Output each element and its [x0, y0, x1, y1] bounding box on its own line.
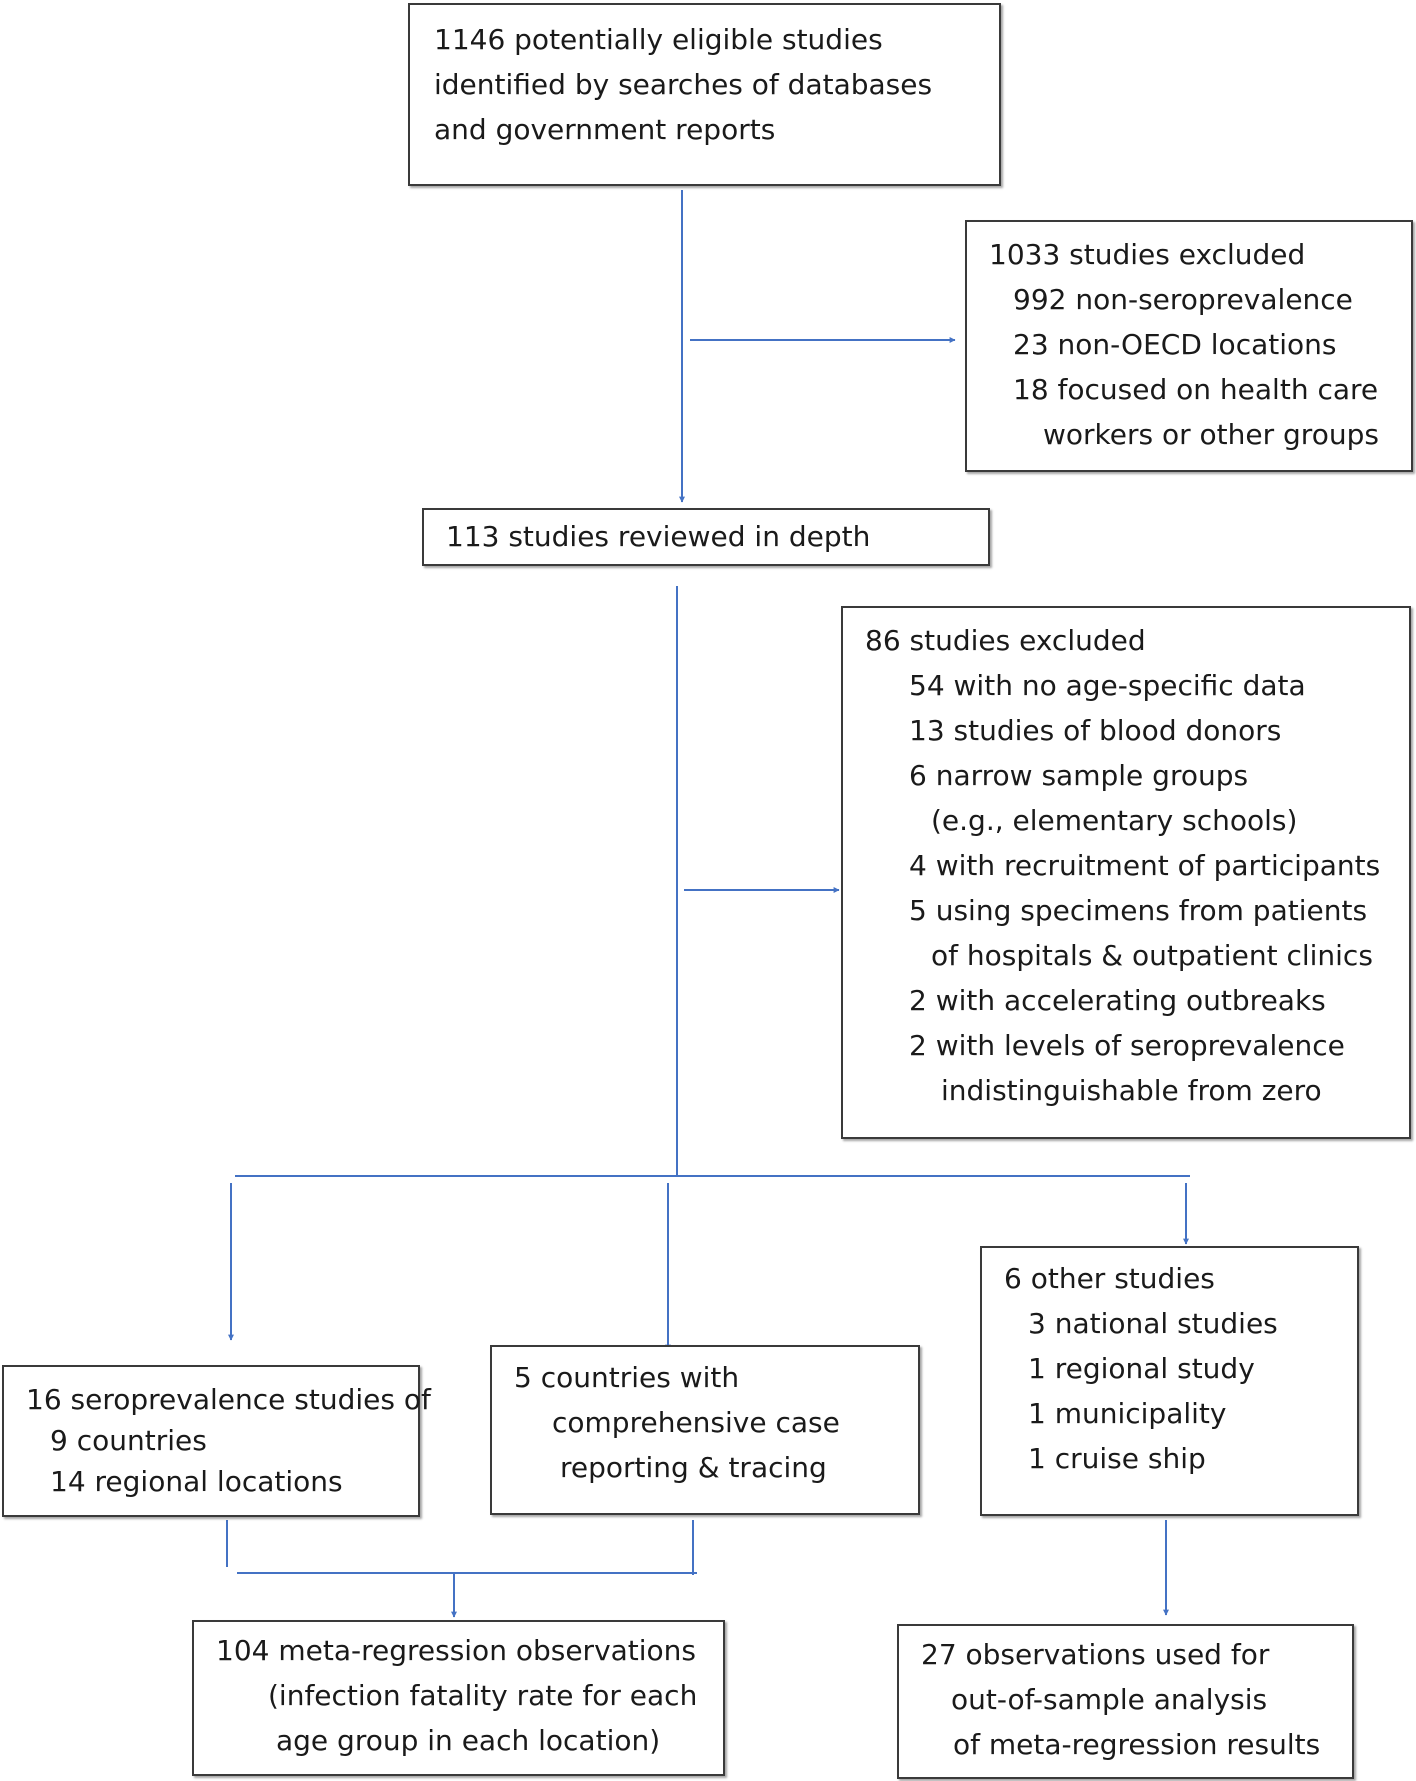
exclusion-item-continuation: (e.g., elementary schools): [931, 804, 1298, 837]
exclusion-item: 2 with levels of seroprevalence: [909, 1029, 1345, 1062]
out-of-sample-line: of meta-regression results: [953, 1728, 1321, 1761]
reviewed-label: 113 studies reviewed in depth: [446, 520, 871, 553]
exclusion-item: 18 focused on health care: [1013, 373, 1379, 406]
identified-line: identified by searches of databases: [434, 68, 933, 101]
other-studies-item: 1 cruise ship: [1028, 1442, 1206, 1475]
exclusion-item: 23 non-OECD locations: [1013, 328, 1337, 361]
identified-line: 1146 potentially eligible studies: [434, 23, 883, 56]
out-of-sample-box: 27 observations used for out-of-sample a…: [897, 1624, 1354, 1779]
seroprevalence-item: 14 regional locations: [50, 1465, 343, 1498]
exclusion-item: 2 with accelerating outbreaks: [909, 984, 1326, 1017]
meta-regression-line: (infection fatality rate for each: [268, 1679, 698, 1712]
exclusion-item: 992 non-seroprevalence: [1013, 283, 1353, 316]
first-exclusion-title: 1033 studies excluded: [989, 238, 1306, 271]
meta-regression-line: age group in each location): [276, 1724, 661, 1757]
comprehensive-countries-box: 5 countries with comprehensive case repo…: [490, 1345, 920, 1515]
other-studies-item: 1 municipality: [1028, 1397, 1227, 1430]
exclusion-item: 4 with recruitment of participants: [909, 849, 1381, 882]
countries-line: 5 countries with: [514, 1361, 740, 1394]
seroprevalence-title: 16 seroprevalence studies of: [26, 1383, 431, 1416]
other-studies-title: 6 other studies: [1004, 1262, 1215, 1295]
second-exclusion-box: 86 studies excluded 54 with no age-speci…: [841, 606, 1411, 1139]
second-exclusion-title: 86 studies excluded: [865, 624, 1146, 657]
seroprevalence-studies-box: 16 seroprevalence studies of 9 countries…: [2, 1365, 431, 1517]
exclusion-item: 6 narrow sample groups: [909, 759, 1249, 792]
seroprevalence-item: 9 countries: [50, 1424, 207, 1457]
other-studies-item: 1 regional study: [1028, 1352, 1255, 1385]
meta-regression-box: 104 meta-regression observations (infect…: [192, 1620, 725, 1776]
reviewed-studies-box: 113 studies reviewed in depth: [422, 508, 990, 566]
other-studies-item: 3 national studies: [1028, 1307, 1278, 1340]
exclusion-item: 13 studies of blood donors: [909, 714, 1282, 747]
exclusion-item-continuation: indistinguishable from zero: [941, 1074, 1322, 1107]
exclusion-item-continuation: of hospitals & outpatient clinics: [931, 939, 1373, 972]
exclusion-item: 5 using specimens from patients: [909, 894, 1368, 927]
out-of-sample-line: 27 observations used for: [921, 1638, 1270, 1671]
other-studies-box: 6 other studies 3 national studies 1 reg…: [980, 1246, 1359, 1516]
out-of-sample-line: out-of-sample analysis: [951, 1683, 1268, 1716]
identified-studies-box: 1146 potentially eligible studies identi…: [408, 3, 1001, 186]
first-exclusion-box: 1033 studies excluded 992 non-seropreval…: [965, 220, 1413, 472]
countries-line: comprehensive case: [552, 1406, 840, 1439]
exclusion-item: 54 with no age-specific data: [909, 669, 1306, 702]
identified-line: and government reports: [434, 113, 776, 146]
meta-regression-line: 104 meta-regression observations: [216, 1634, 697, 1667]
countries-line: reporting & tracing: [560, 1451, 827, 1484]
exclusion-item-continuation: workers or other groups: [1043, 418, 1379, 451]
